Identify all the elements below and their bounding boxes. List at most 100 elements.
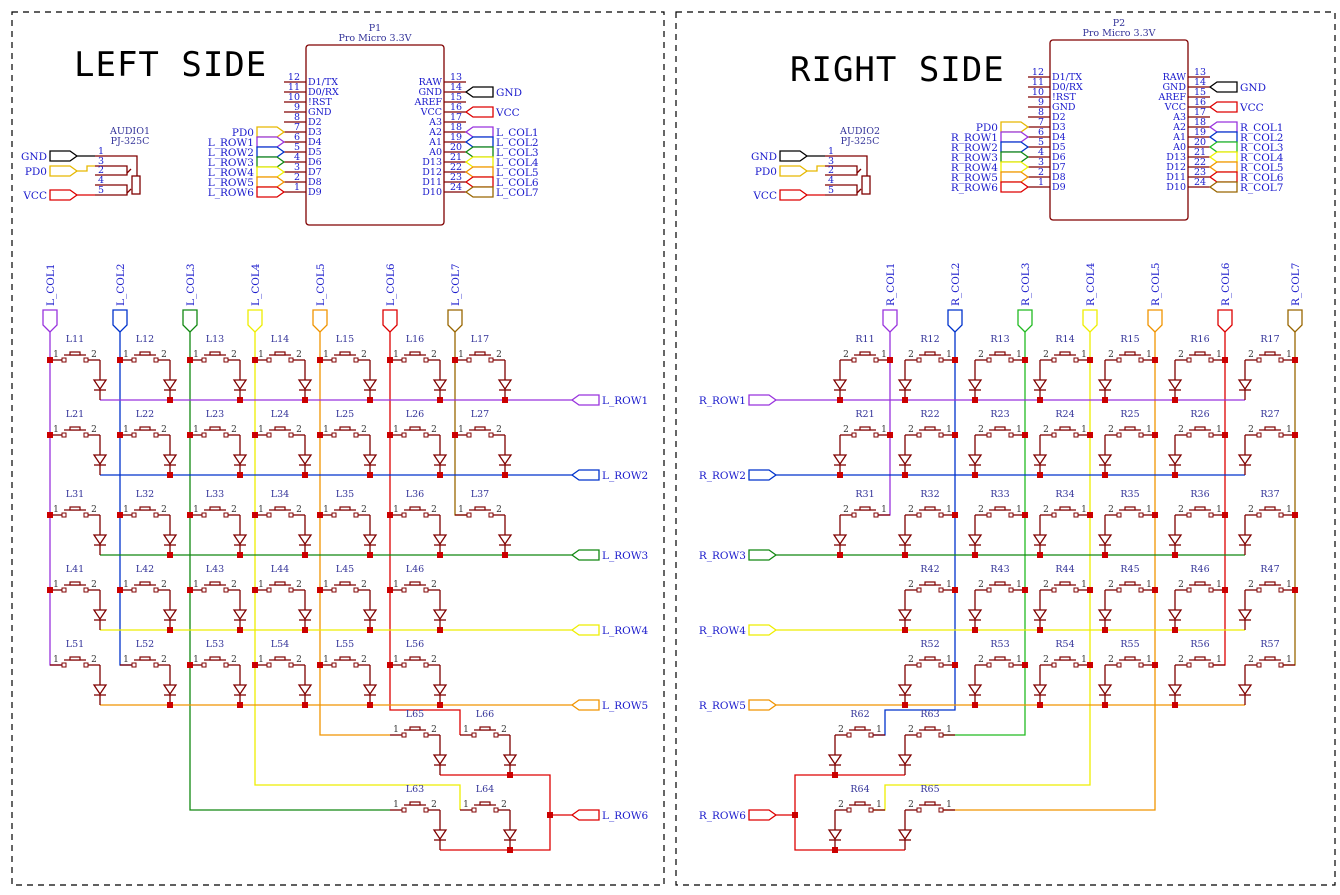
net-label-text: R_ROW1	[951, 132, 998, 144]
switch-pin-number: 1	[53, 505, 59, 515]
switch-plunger	[409, 726, 421, 731]
switch-ref: L55	[336, 639, 354, 650]
switch-plunger	[994, 506, 1006, 511]
mcu-pin-number: 5	[1038, 137, 1044, 148]
switch-pin-number: 2	[296, 425, 302, 435]
switch-contact	[846, 732, 852, 738]
diode-triangle	[432, 754, 448, 766]
switch-plunger	[409, 581, 421, 586]
junction-dot	[1152, 587, 1158, 593]
switch-contact	[1138, 357, 1144, 363]
switch-ref: R31	[855, 489, 874, 500]
junction-dot	[1022, 512, 1028, 518]
junction-dot	[302, 552, 308, 558]
switch-pin-number: 1	[123, 425, 129, 435]
mcu-pin-name: D3	[1052, 122, 1066, 133]
junction-dot	[252, 432, 258, 438]
junction-dot	[187, 587, 193, 593]
switch-ref: L24	[271, 409, 289, 420]
switch-plunger	[1264, 581, 1276, 586]
switch-pin-number: 2	[838, 725, 844, 735]
diode-triangle	[967, 684, 983, 696]
switch-contact	[1008, 432, 1014, 438]
net-label-text: L_COL2	[496, 137, 539, 149]
diode	[297, 525, 313, 555]
mcu-pin-number: 23	[1194, 167, 1206, 178]
mcu-pin-number: 13	[1194, 67, 1206, 78]
diode	[897, 525, 913, 555]
switch-pin-number: 1	[1146, 350, 1152, 360]
switch-pin-number: 2	[1248, 425, 1254, 435]
switch-plunger	[994, 581, 1006, 586]
switch-pin-number: 1	[123, 655, 129, 665]
junction-dot	[387, 432, 393, 438]
switch-ref: L45	[336, 564, 354, 575]
audio-net-flag	[49, 150, 79, 162]
mcu-pin-number: 24	[450, 182, 462, 193]
diode-triangle	[897, 379, 913, 391]
switch-contact	[401, 357, 407, 363]
mcu-pin-name: VCC	[1164, 102, 1186, 113]
mcu-net-flag	[256, 136, 286, 148]
switch-pin-number: 1	[393, 800, 399, 810]
switch-plunger	[1059, 656, 1071, 661]
junction-dot	[1102, 627, 1108, 633]
junction-dot	[1087, 432, 1093, 438]
net-label-text: L_COL7	[496, 187, 539, 199]
switch-plunger	[69, 506, 81, 511]
switch-pin-number: 1	[53, 580, 59, 590]
switch-contact	[938, 512, 944, 518]
switch-pin-number: 1	[53, 425, 59, 435]
switch-pin-number: 1	[458, 350, 464, 360]
diode-triangle	[1167, 534, 1183, 546]
diode	[1097, 600, 1113, 630]
diode-triangle	[1032, 684, 1048, 696]
switch-pin-number: 1	[258, 655, 264, 665]
junction-dot	[387, 587, 393, 593]
net-label-text: VCC	[752, 190, 777, 202]
column-wire	[319, 332, 390, 736]
diode-triangle	[297, 534, 313, 546]
switch-pin-number: 2	[501, 725, 507, 735]
junction-dot	[1222, 587, 1228, 593]
junction-dot	[1087, 662, 1093, 668]
diode	[502, 745, 518, 775]
mcu-net-flag	[256, 126, 286, 138]
right-side-title: RIGHT SIDE	[790, 50, 1005, 90]
column-wire	[870, 332, 956, 736]
switch-contact	[153, 662, 159, 668]
diode-triangle	[832, 454, 848, 466]
switch-pin-number: 1	[881, 350, 887, 360]
junction-dot	[302, 397, 308, 403]
switch-contact	[873, 357, 879, 363]
junction-dot	[887, 432, 893, 438]
switch-plunger	[1124, 351, 1136, 356]
switch-pin-number: 1	[53, 350, 59, 360]
key-switch-R65	[905, 801, 955, 813]
switch-contact	[488, 357, 494, 363]
mcu-pin-number: 12	[1032, 67, 1044, 78]
switch-plunger	[994, 656, 1006, 661]
audio-pin-number: 2	[98, 165, 104, 176]
mcu-pin-name: RAW	[419, 77, 443, 88]
switch-ref: R62	[850, 709, 869, 720]
junction-dot	[502, 472, 508, 478]
column-wire	[389, 332, 461, 735]
switch-pin-number: 2	[843, 350, 849, 360]
diode-triangle	[897, 454, 913, 466]
switch-plunger	[1264, 426, 1276, 431]
junction-dot	[902, 472, 908, 478]
diode-triangle	[297, 609, 313, 621]
diode	[1167, 445, 1183, 475]
mcu-net-flag	[464, 176, 494, 188]
switch-contact	[223, 662, 229, 668]
switch-pin-number: 2	[91, 350, 97, 360]
switch-contact	[83, 432, 89, 438]
switch-pin-number: 2	[296, 655, 302, 665]
diode	[497, 525, 513, 555]
switch-plunger	[209, 581, 221, 586]
junction-dot	[1172, 702, 1178, 708]
key-switch-R27	[1245, 426, 1295, 438]
switch-contact	[916, 587, 922, 593]
junction-dot	[547, 812, 553, 818]
